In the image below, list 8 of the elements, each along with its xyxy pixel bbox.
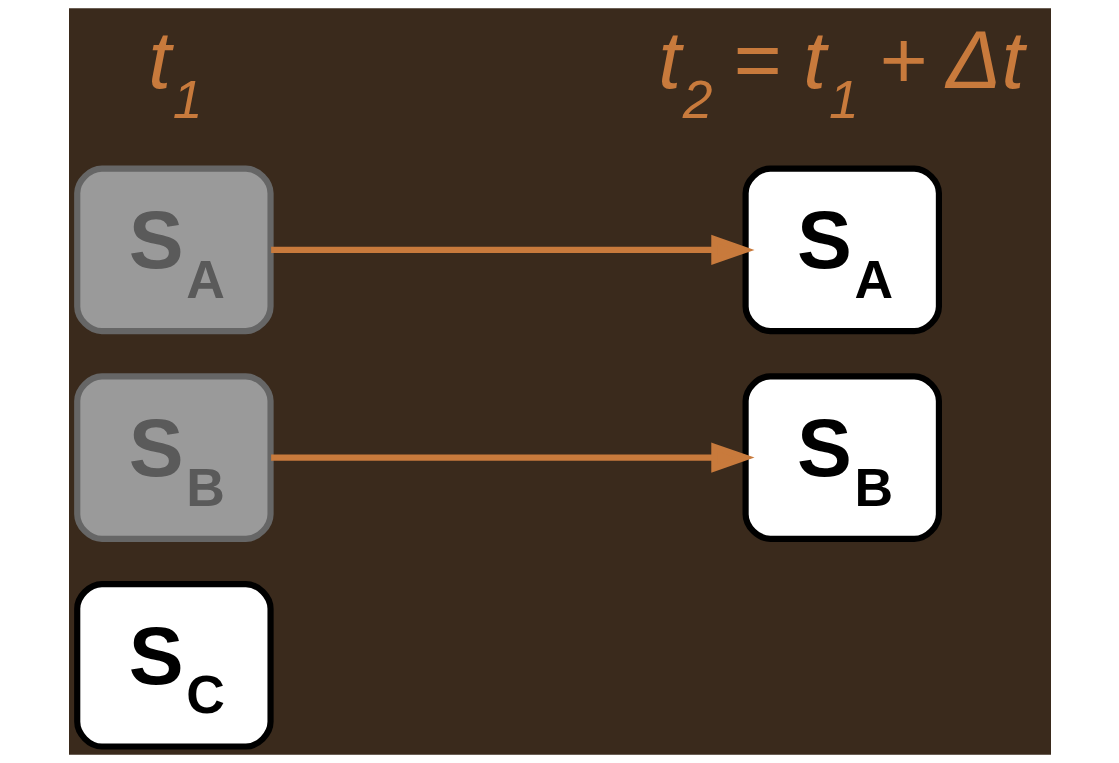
arrow xyxy=(270,442,755,473)
node-box: S$_{A}$ xyxy=(73,165,274,335)
node-box: S$_{C}$ xyxy=(73,581,274,750)
node-box: S$_{B}$ xyxy=(742,373,942,542)
arrow xyxy=(270,234,755,266)
node-box: S$_{B}$ xyxy=(73,373,274,542)
label: t$_{1}$ xyxy=(147,14,203,129)
node-box: S$_{A}$ xyxy=(742,165,942,335)
